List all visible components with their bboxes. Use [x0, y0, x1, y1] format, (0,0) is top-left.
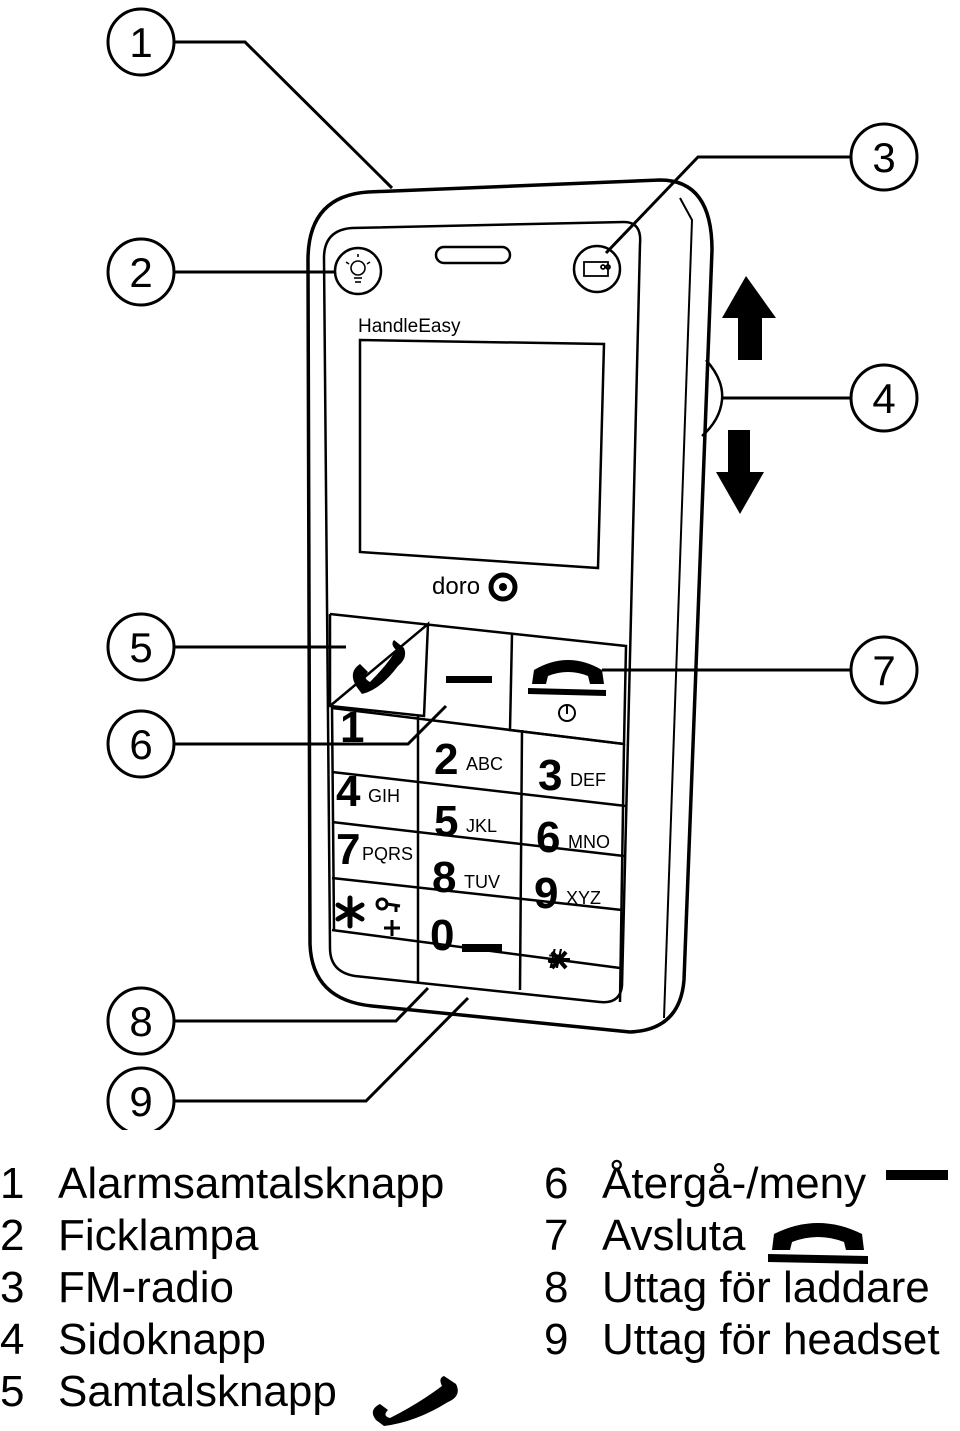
- legend-item-5: 5 Samtalsknapp: [0, 1366, 337, 1418]
- legend-number: 1: [0, 1159, 25, 1208]
- legend-item-8: 8 Uttag för laddare: [544, 1262, 930, 1314]
- volume-down-arrow-icon: [716, 430, 764, 514]
- callout-3: 3: [849, 122, 919, 192]
- power-icon: [558, 704, 576, 722]
- legend-item-6: 6 Återgå-/meny: [544, 1158, 866, 1210]
- callout-7: 7: [849, 635, 919, 705]
- callout-number: 7: [872, 647, 895, 694]
- call-key-handset-icon: [352, 640, 406, 694]
- legend-label: Återgå-/meny: [602, 1159, 867, 1208]
- legend-number: 2: [0, 1211, 25, 1260]
- legend-label: FM-radio: [58, 1263, 235, 1312]
- phone-body: [306, 178, 724, 1034]
- keypad-key-9: 9 XYZ: [534, 869, 601, 918]
- doro-logo-text: doro: [432, 573, 480, 600]
- key-digit: 7: [336, 825, 360, 874]
- legend-label: Avsluta: [602, 1211, 746, 1260]
- key-digit: 9: [534, 869, 558, 918]
- end-key-handset-icon: [528, 660, 606, 696]
- key-digit: 8: [432, 853, 456, 902]
- key-digit: 4: [336, 767, 361, 816]
- key-letters: MNO: [568, 832, 610, 852]
- legend-label: Ficklampa: [58, 1211, 259, 1260]
- key-letters: DEF: [570, 770, 606, 790]
- keypad-key-8: 8 TUV: [432, 853, 500, 902]
- key-zero-space-bar-icon: [462, 944, 502, 952]
- callout-5: 5: [106, 612, 176, 682]
- keypad-key-5: 5 JKL: [434, 797, 497, 846]
- legend-number: 6: [544, 1159, 569, 1208]
- menu-key-dash-icon: [446, 676, 492, 683]
- keypad-key-6: 6 MNO: [536, 813, 610, 862]
- legend-number: 5: [0, 1367, 25, 1416]
- callout-4: 4: [849, 363, 919, 433]
- keypad-key-3: 3 DEF: [538, 751, 606, 800]
- legend-item-9: 9 Uttag för headset: [544, 1314, 940, 1366]
- key-digit: 0: [430, 911, 454, 960]
- key-letters: XYZ: [566, 888, 601, 908]
- key-digit: 3: [538, 751, 562, 800]
- callout-number: 2: [129, 249, 152, 296]
- key-digit: 5: [434, 797, 458, 846]
- callout-9: 9: [106, 1066, 176, 1130]
- key-letters: ABC: [466, 754, 503, 774]
- legend-item-4: 4 Sidoknapp: [0, 1314, 266, 1366]
- call-handset-icon: [368, 1370, 464, 1431]
- callout-number: 3: [872, 134, 895, 181]
- callout-number: 9: [129, 1078, 152, 1125]
- legend-number: 4: [0, 1315, 25, 1364]
- key-letters: PQRS: [362, 844, 413, 864]
- legend-label: Uttag för headset: [602, 1315, 940, 1364]
- callout-number: 1: [129, 19, 152, 66]
- key-letters: TUV: [464, 872, 500, 892]
- key-digit: 6: [536, 813, 560, 862]
- key-letters: JKL: [466, 816, 497, 836]
- legend-item-7: 7 Avsluta: [544, 1210, 746, 1262]
- legend-number: 9: [544, 1315, 569, 1364]
- torch-bulb-icon: [345, 254, 371, 283]
- volume-up-arrow-icon: [722, 276, 776, 360]
- key-letters: GIH: [368, 786, 400, 806]
- legend-item-2: 2 Ficklampa: [0, 1210, 259, 1262]
- legend-label: Alarmsamtalsknapp: [58, 1159, 445, 1208]
- callout-number: 8: [129, 998, 152, 1045]
- doro-logo-icon: [488, 572, 518, 602]
- keypad-key-4: 4 GIH: [336, 767, 400, 816]
- callout-number: 5: [129, 624, 152, 671]
- callout-6: 6: [106, 709, 176, 779]
- keypad-grid: [330, 705, 627, 1003]
- keypad-key-0: 0: [430, 911, 454, 960]
- callout-lines: [175, 40, 850, 1103]
- callout-2: 2: [106, 237, 176, 307]
- callout-1: 1: [106, 7, 176, 77]
- legend-number: 3: [0, 1263, 25, 1312]
- legend-item-3: 3 FM-radio: [0, 1262, 234, 1314]
- callout-markers: 1 2 3 4 5 6 7 8 9: [106, 7, 919, 1130]
- legend-number: 7: [544, 1211, 569, 1260]
- keypad-key-2: 2 ABC: [434, 735, 503, 784]
- menu-dash-icon: [886, 1164, 948, 1189]
- key-hash-silent-icon: [548, 950, 570, 970]
- radio-icon: [583, 261, 611, 277]
- callout-number: 6: [129, 721, 152, 768]
- legend-label: Uttag för laddare: [602, 1263, 930, 1312]
- callout-8: 8: [106, 986, 176, 1056]
- key-digit: 2: [434, 735, 458, 784]
- callout-number: 4: [872, 375, 895, 422]
- legend-item-1: 1 Alarmsamtalsknapp: [0, 1158, 444, 1210]
- legend-label: Sidoknapp: [58, 1315, 266, 1364]
- legend-number: 8: [544, 1263, 569, 1312]
- legend-label: Samtalsknapp: [58, 1367, 337, 1416]
- end-call-handset-icon: [766, 1220, 870, 1273]
- brand-label: HandleEasy: [358, 316, 461, 337]
- keypad-key-star-lock-icon: [335, 895, 401, 936]
